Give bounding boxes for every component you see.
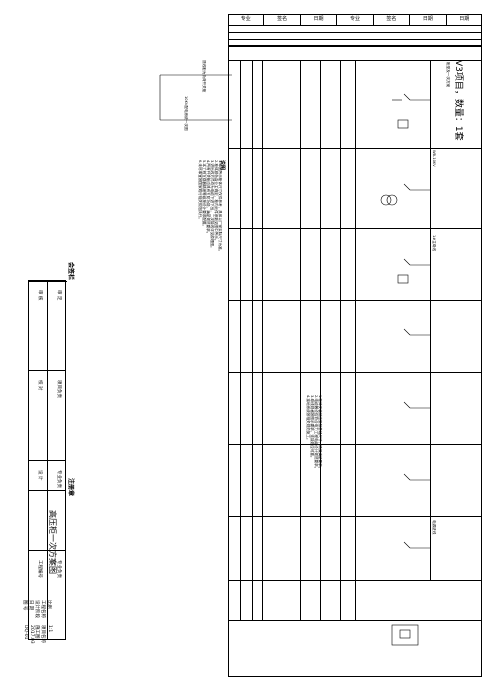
- switch-blade: [403, 183, 411, 191]
- review-table-line: [28, 370, 66, 371]
- table-line: [228, 372, 482, 373]
- review-label: 会签栏: [67, 262, 74, 281]
- transformer-coil: [386, 194, 398, 206]
- header-col: 专业: [228, 14, 265, 25]
- meter-box: [391, 624, 419, 646]
- header-col: 签名: [374, 14, 411, 25]
- header-col: 日期: [410, 14, 447, 25]
- scale-value: 1:1: [47, 625, 52, 633]
- header-col: 日期: [301, 14, 338, 25]
- table-line: [228, 228, 482, 229]
- table-line: [320, 60, 321, 620]
- table-line: [340, 60, 341, 620]
- meter-symbol: [399, 629, 411, 639]
- main-busbar: [430, 60, 431, 580]
- drawing-body: [228, 45, 482, 677]
- drawing-frame: [228, 14, 482, 677]
- drawing-name: 高压柜一次方案图: [48, 510, 57, 574]
- review-cell: 审 核: [37, 290, 42, 301]
- scale-label: 比例: [46, 600, 51, 609]
- ct-box: [397, 274, 409, 284]
- switch-blade: [403, 473, 411, 481]
- date-value: 2017.03: [29, 625, 34, 644]
- header-col: 专业: [337, 14, 374, 25]
- review-cell: 专业负责: [56, 470, 61, 488]
- switch-blade: [403, 401, 411, 409]
- ct-box: [397, 119, 409, 129]
- transformer-coil: [380, 194, 392, 206]
- review-table-line: [28, 460, 66, 461]
- table-line: [262, 60, 263, 620]
- review-table-line: [28, 550, 66, 551]
- table-line: [228, 516, 482, 517]
- table-line: [228, 60, 482, 61]
- review-cell: 项目负责: [56, 380, 61, 398]
- signature-rows: [228, 26, 482, 47]
- stage-value: 施工图: [34, 625, 39, 639]
- table-line: [240, 60, 241, 620]
- switch-blade: [403, 541, 411, 549]
- drawing-no-value: DQ-01: [23, 625, 28, 640]
- review-cell: 审 定: [56, 290, 61, 301]
- switch-blade: [403, 328, 411, 336]
- review-cell: 校 对: [37, 380, 42, 391]
- signature-header: 专业 签名 日期 专业 签名 日期 日期: [228, 14, 482, 26]
- table-line: [228, 148, 482, 149]
- header-col: 日期: [459, 16, 470, 22]
- cabinet-note: 馈线柜为负荷开关柜: [202, 60, 206, 93]
- table-line: [228, 620, 482, 621]
- approval-table: [28, 490, 66, 640]
- date-label: 日 期: [28, 600, 33, 611]
- side-label: 10KV配电系统一次图: [184, 96, 188, 131]
- project-value: 项目名称: [40, 625, 45, 643]
- table-line: [228, 444, 482, 445]
- note-right: 4.接地系统按相关规范施工。: [306, 395, 310, 442]
- stage-label: 设计阶段: [34, 600, 39, 618]
- switch-blade: [403, 258, 411, 266]
- drawing-no-label: 图 号: [22, 600, 27, 611]
- table-line: [300, 60, 301, 620]
- table-line: [228, 580, 482, 581]
- approval-label: 注册章: [67, 478, 74, 497]
- header-col: 签名: [264, 14, 301, 25]
- table-line: [228, 300, 482, 301]
- review-cell: 设 计: [37, 470, 42, 481]
- note-line: 6.未尽事宜按国家现行相关规范执行。: [198, 160, 202, 221]
- table-line: [252, 60, 253, 620]
- switch-blade: [403, 93, 411, 101]
- table-line: [355, 60, 356, 620]
